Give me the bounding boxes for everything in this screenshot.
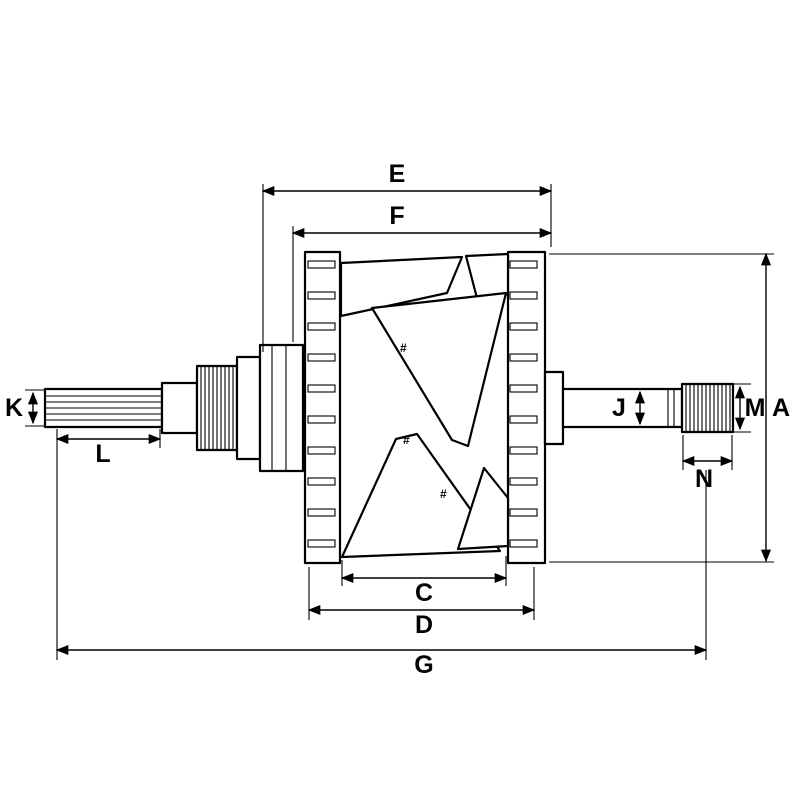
dim-label-d: D	[415, 611, 433, 639]
left-shaft	[43, 343, 305, 473]
dim-label-n: N	[695, 465, 713, 493]
dimension-labels: E F A M J K L N C D G	[5, 160, 790, 679]
dim-label-g: G	[414, 651, 433, 679]
claw-bottom-up	[340, 432, 502, 559]
dim-label-c: C	[415, 579, 433, 607]
dimension-lines	[27, 185, 772, 656]
weld-mark-2: #	[403, 433, 410, 447]
weld-mark-1: #	[400, 341, 407, 355]
claw-bottom-right	[456, 466, 510, 551]
spline-ridges	[46, 395, 161, 421]
dim-label-f: F	[389, 202, 404, 230]
shaft-shoulder-right	[543, 370, 565, 446]
claw-top-right	[464, 252, 510, 304]
right-shaft	[543, 370, 735, 446]
thread-lines-right	[685, 385, 731, 431]
shaft-ring	[235, 355, 262, 461]
dim-label-e: E	[389, 160, 406, 188]
claw-top-band	[339, 255, 464, 318]
dim-label-m: M	[745, 394, 766, 422]
dimension-extension-lines	[25, 184, 774, 660]
claw-center-down	[370, 291, 508, 448]
shaft-step	[160, 381, 199, 435]
hub-lines	[271, 346, 287, 470]
circlip-groove	[667, 389, 675, 427]
claw-poles: # # #	[339, 252, 510, 559]
shaft-hub	[258, 343, 305, 473]
dim-label-k: K	[5, 394, 23, 422]
dim-label-a: A	[772, 394, 790, 422]
dim-label-l: L	[95, 440, 110, 468]
right-ring-slots	[509, 260, 538, 548]
dim-label-j: J	[612, 394, 626, 422]
rotor-claw-pole-body: # # #	[303, 250, 547, 565]
left-ring-slots	[307, 260, 336, 548]
weld-mark-3: #	[440, 487, 447, 501]
thread-lines-left	[200, 367, 234, 449]
